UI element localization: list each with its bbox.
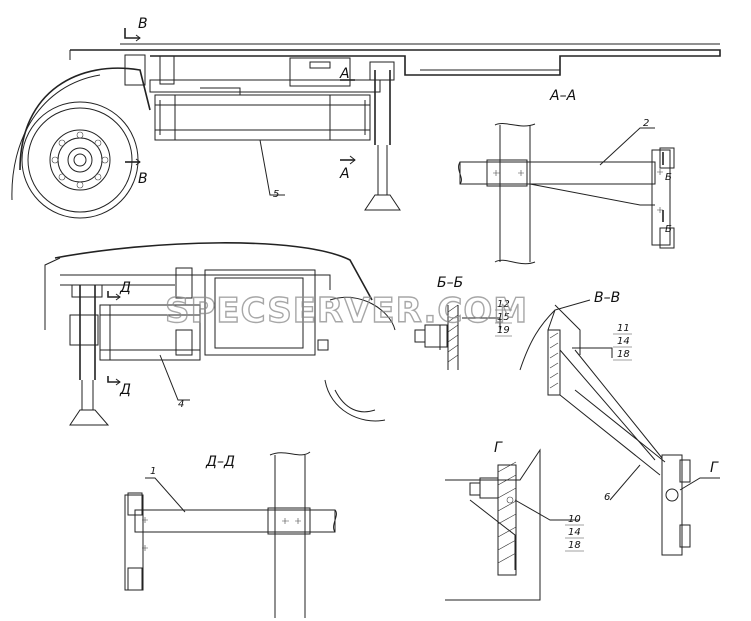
part-label-5: 5 <box>273 189 279 200</box>
marker-a-bottom: А <box>339 166 350 182</box>
section-title-vv: В–В <box>594 290 620 306</box>
bb-fastener-2: 15 <box>497 312 510 323</box>
marker-v-bottom: В <box>138 171 148 187</box>
labels: А–А Б–Б В–В Д–Д Г Г А А В В Д Д Б Б 2 5 … <box>119 16 719 552</box>
section-title-aa: А–А <box>549 88 576 104</box>
section-aa <box>458 123 675 265</box>
section-dd <box>124 451 337 618</box>
section-title-dd: Д–Д <box>205 454 235 470</box>
part-label-4: 4 <box>178 399 184 410</box>
detail-callout-g: Г <box>710 460 719 476</box>
section-vv <box>519 299 720 556</box>
vv-fastener-3: 18 <box>617 349 630 360</box>
middle-side-view <box>44 242 396 426</box>
part-label-2: 2 <box>643 118 649 129</box>
vv-fastener-2: 14 <box>617 336 630 347</box>
section-title-g: Г <box>494 440 503 456</box>
bb-fastener-1: 12 <box>497 299 510 310</box>
part-label-6: 6 <box>604 492 610 503</box>
marker-v-top: В <box>138 16 148 32</box>
marker-d-bottom: Д <box>119 382 131 398</box>
watermark: SPECSERVER.COM <box>165 291 528 331</box>
marker-b-bottom: Б <box>665 224 672 235</box>
section-g <box>445 448 580 601</box>
marker-b-top: Б <box>665 172 672 183</box>
vv-fastener-1: 11 <box>617 323 630 334</box>
g-fastener-1: 10 <box>568 514 581 525</box>
g-fastener-2: 14 <box>568 527 581 538</box>
section-bb <box>414 304 501 370</box>
section-title-bb: Б–Б <box>437 275 463 291</box>
top-side-view <box>11 28 721 219</box>
marker-a-top: А <box>339 66 350 82</box>
bb-fastener-3: 19 <box>497 325 510 336</box>
part-label-1: 1 <box>150 466 156 477</box>
g-fastener-3: 18 <box>568 540 581 551</box>
marker-d-top: Д <box>119 280 131 296</box>
